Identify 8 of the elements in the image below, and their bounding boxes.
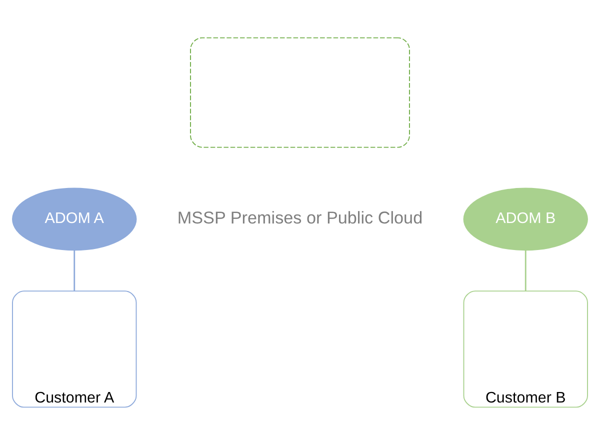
node-ellipse: ADOM B [463,187,588,250]
node-box [190,36,410,148]
connector [524,250,526,290]
label: MSSP Premises or Public Cloud [177,206,423,227]
connector [74,250,76,290]
node-box: Customer A [12,290,137,408]
node-ellipse: ADOM A [12,187,137,250]
node-box: Customer B [463,290,588,408]
